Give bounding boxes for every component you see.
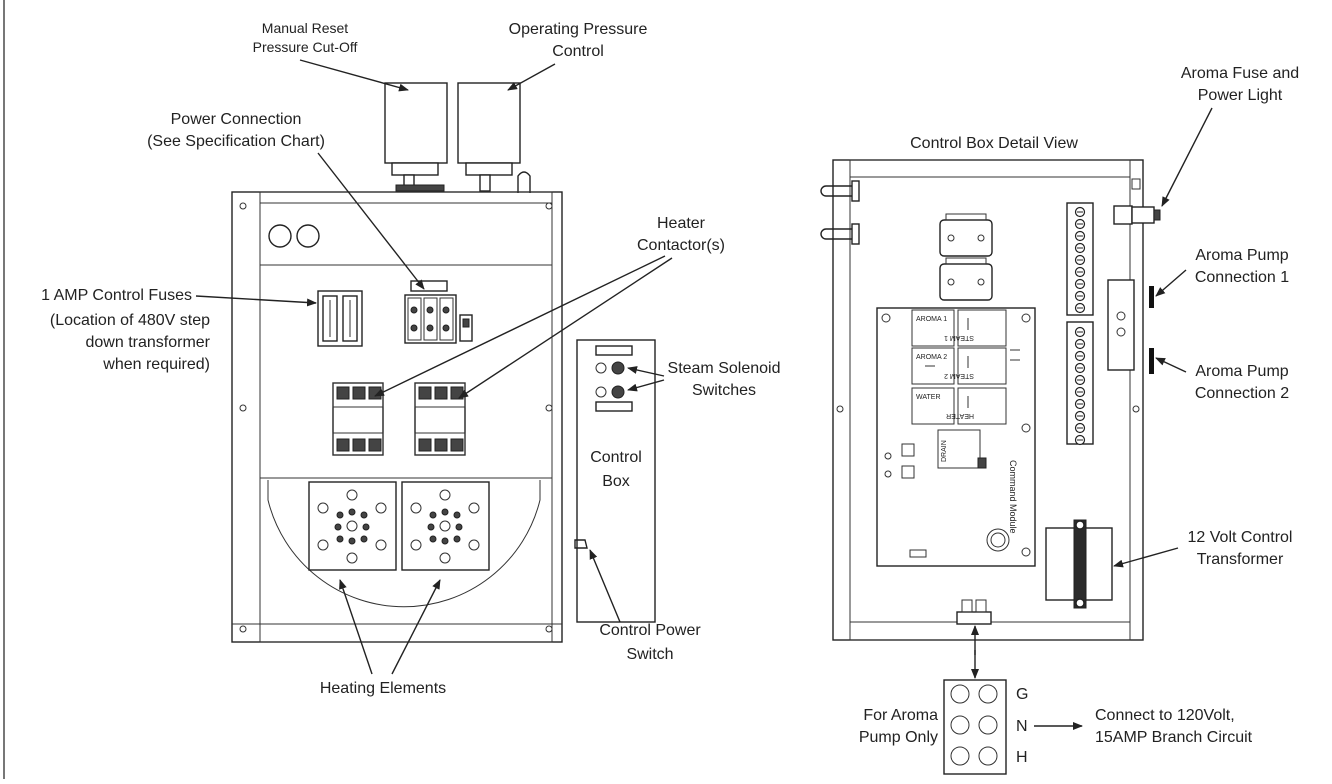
label-aroma-fuse-2: Power Light bbox=[1198, 87, 1283, 104]
power-terminal-block bbox=[404, 280, 473, 344]
main-unit bbox=[231, 82, 656, 643]
relay-2 bbox=[939, 257, 993, 301]
aroma-pump-terminal bbox=[1107, 279, 1135, 371]
main-unit-labels: Manual Reset Pressure Cut-Off Operating … bbox=[41, 20, 780, 697]
aroma-pump-connector-2 bbox=[1149, 348, 1154, 374]
control-power-switch bbox=[574, 539, 588, 549]
steam-switch-2 bbox=[595, 386, 607, 398]
label-for-aroma-2: Pump Only bbox=[859, 729, 938, 746]
label-steam-solenoid-2: Switches bbox=[692, 382, 756, 399]
label-aroma-pump-conn1-1: Aroma Pump bbox=[1195, 247, 1288, 264]
control-fuses bbox=[317, 290, 363, 347]
label-operating-pressure-2: Control bbox=[552, 43, 604, 60]
label-pin-h: H bbox=[1016, 749, 1028, 766]
heater-contactor-1 bbox=[332, 382, 384, 456]
heating-element-1 bbox=[308, 481, 397, 571]
label-manual-reset-2: Pressure Cut-Off bbox=[253, 39, 358, 55]
label-control-box-2: Box bbox=[602, 473, 630, 490]
relay-1 bbox=[939, 213, 993, 257]
label-control-fuses-2: (Location of 480V step bbox=[50, 312, 210, 329]
knockout-2 bbox=[296, 224, 320, 248]
label-heater-contactors-1: Heater bbox=[657, 215, 706, 232]
detail-view-labels: Control Box Detail View Aroma Fuse and P… bbox=[859, 65, 1299, 766]
module-label-steam1: STEAM 1 bbox=[944, 334, 974, 341]
aroma-receptacle bbox=[943, 679, 1007, 775]
control-transformer bbox=[1045, 519, 1113, 609]
module-label-command-module: Command Module bbox=[1008, 460, 1018, 534]
label-manual-reset-1: Manual Reset bbox=[262, 20, 348, 36]
label-control-power-1: Control Power bbox=[599, 622, 701, 639]
module-label-aroma2: AROMA 2 bbox=[916, 354, 947, 361]
label-control-fuses-1: 1 AMP Control Fuses bbox=[41, 287, 192, 304]
detail-view-arrows bbox=[971, 107, 1213, 730]
label-control-box-1: Control bbox=[590, 449, 642, 466]
manual-reset-pressure-cutoff bbox=[384, 82, 448, 192]
heater-contactor-2 bbox=[414, 382, 466, 456]
side-hook-1 bbox=[820, 185, 852, 197]
label-control-fuses-4: when required) bbox=[102, 356, 210, 373]
label-power-connection-1: Power Connection bbox=[171, 111, 302, 128]
label-branch-1: Connect to 120Volt, bbox=[1095, 707, 1235, 724]
label-control-fuses-3: down transformer bbox=[86, 334, 211, 351]
pipe-stub bbox=[517, 171, 531, 193]
terminal-screws-top bbox=[1074, 206, 1086, 314]
label-aroma-fuse-1: Aroma Fuse and bbox=[1181, 65, 1299, 82]
label-heating-elements: Heating Elements bbox=[320, 680, 446, 697]
terminal-screws-bottom bbox=[1074, 326, 1086, 446]
module-label-aroma1: AROMA 1 bbox=[916, 316, 947, 323]
module-label-heater: HEATER bbox=[946, 412, 974, 419]
aroma-pump-connector-1 bbox=[1149, 286, 1154, 308]
aroma-fuse bbox=[1113, 205, 1133, 225]
detail-title: Control Box Detail View bbox=[910, 135, 1078, 152]
label-power-connection-2: (See Specification Chart) bbox=[147, 133, 325, 150]
main-unit-arrows bbox=[195, 59, 673, 675]
label-heater-contactors-2: Contactor(s) bbox=[637, 237, 725, 254]
label-pin-n: N bbox=[1016, 718, 1028, 735]
label-transformer-1: 12 Volt Control bbox=[1188, 529, 1293, 546]
label-transformer-2: Transformer bbox=[1197, 551, 1284, 568]
power-light bbox=[1153, 209, 1161, 221]
label-control-power-2: Switch bbox=[626, 646, 673, 663]
main-cabinet bbox=[231, 191, 563, 643]
label-pin-g: G bbox=[1016, 686, 1028, 703]
side-hook-2 bbox=[820, 228, 852, 240]
module-label-steam2: STEAM 2 bbox=[944, 372, 974, 379]
operating-pressure-control bbox=[457, 82, 521, 192]
control-box-detail: AROMA 1 AROMA 2 WATER STEAM 1 STEAM 2 HE… bbox=[820, 159, 1161, 775]
label-branch-2: 15AMP Branch Circuit bbox=[1095, 729, 1253, 746]
module-label-water: WATER bbox=[916, 394, 941, 401]
label-operating-pressure-1: Operating Pressure bbox=[509, 21, 648, 38]
label-steam-solenoid-1: Steam Solenoid bbox=[668, 360, 781, 377]
boiler-shell bbox=[267, 480, 541, 608]
heating-element-2 bbox=[401, 481, 490, 571]
label-aroma-pump-conn2-2: Connection 2 bbox=[1195, 385, 1289, 402]
steam-switch-1 bbox=[595, 362, 607, 374]
aroma-plug-connector bbox=[956, 611, 992, 625]
command-module-board: AROMA 1 AROMA 2 WATER STEAM 1 STEAM 2 HE… bbox=[876, 307, 1036, 567]
knockout-1 bbox=[268, 224, 292, 248]
side-control-box bbox=[576, 339, 656, 623]
module-label-drain: DRAIN bbox=[941, 440, 948, 462]
label-for-aroma-1: For Aroma bbox=[863, 707, 938, 724]
label-aroma-pump-conn1-2: Connection 1 bbox=[1195, 269, 1289, 286]
label-aroma-pump-conn2-1: Aroma Pump bbox=[1195, 363, 1288, 380]
